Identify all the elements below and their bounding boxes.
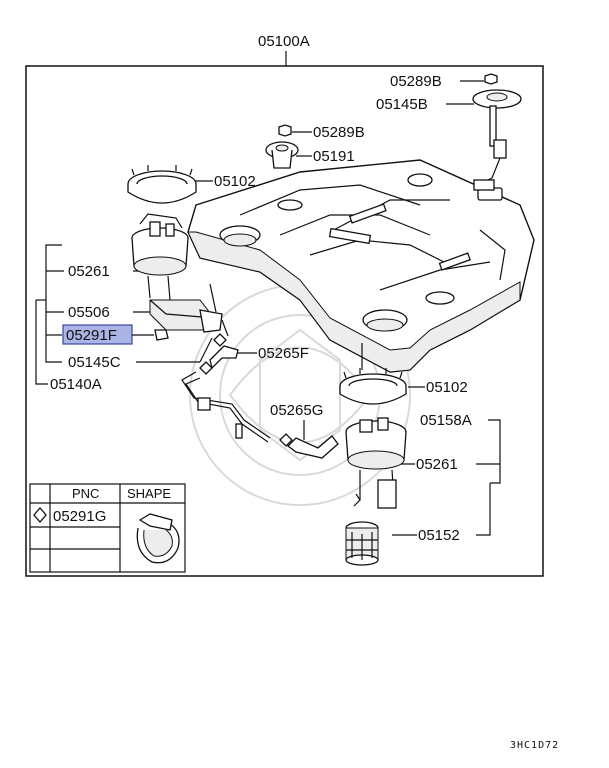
fuel-pipe[interactable]	[181, 333, 293, 447]
label-05506[interactable]: 05506	[68, 304, 110, 321]
cover-plate-05191[interactable]	[265, 141, 299, 169]
lock-ring-05102-bottom[interactable]	[339, 368, 407, 405]
bracket-05506[interactable]	[149, 299, 215, 331]
sender-unit-05145C[interactable]	[199, 283, 229, 337]
label-05102-top[interactable]: 05102	[214, 173, 256, 190]
table-header-shape: SHAPE	[127, 486, 171, 501]
label-05158A[interactable]: 05158A	[420, 412, 472, 429]
hose-05265G[interactable]	[287, 435, 339, 459]
label-05289B-top[interactable]: 05289B	[390, 73, 442, 90]
label-05261-left[interactable]: 05261	[68, 263, 110, 280]
diagram-frame	[25, 65, 544, 577]
label-05265F[interactable]: 05265F	[258, 345, 309, 362]
clip-05291F[interactable]	[154, 329, 169, 341]
label-05289B-mid[interactable]: 05289B	[313, 124, 365, 141]
figure-code: 3HC1D72	[510, 740, 559, 751]
label-05140A[interactable]: 05140A	[50, 376, 102, 393]
label-05145B[interactable]: 05145B	[376, 96, 428, 113]
pnc-shape-table: PNC SHAPE 05291G	[29, 483, 186, 573]
label-05191[interactable]: 05191	[313, 148, 355, 165]
fuel-filter-05152[interactable]	[345, 521, 379, 566]
label-05265G[interactable]: 05265G	[270, 402, 323, 419]
table-header-pnc: PNC	[72, 486, 99, 501]
label-05152[interactable]: 05152	[418, 527, 460, 544]
clip-shape-icon	[136, 513, 180, 564]
nut-05289B-mid[interactable]	[278, 124, 292, 137]
fuel-pump-module-05261-left[interactable]	[131, 213, 189, 301]
nut-05289B-top[interactable]	[484, 73, 498, 85]
lock-ring-05102-top[interactable]	[127, 165, 197, 204]
label-05261-right[interactable]: 05261	[416, 456, 458, 473]
fuel-tank[interactable]	[187, 159, 535, 373]
fuel-gauge-unit-05145B[interactable]	[472, 89, 522, 191]
label-05102-bottom[interactable]: 05102	[426, 379, 468, 396]
label-05145C[interactable]: 05145C	[68, 354, 121, 371]
table-cell-pnc[interactable]: 05291G	[53, 508, 106, 525]
label-05100A[interactable]: 05100A	[258, 33, 310, 50]
label-05291F[interactable]: 05291F	[66, 327, 117, 344]
fuel-pump-module-05261-right[interactable]	[345, 417, 407, 509]
hose-05265F[interactable]	[209, 345, 239, 370]
diamond-icon	[33, 507, 47, 523]
